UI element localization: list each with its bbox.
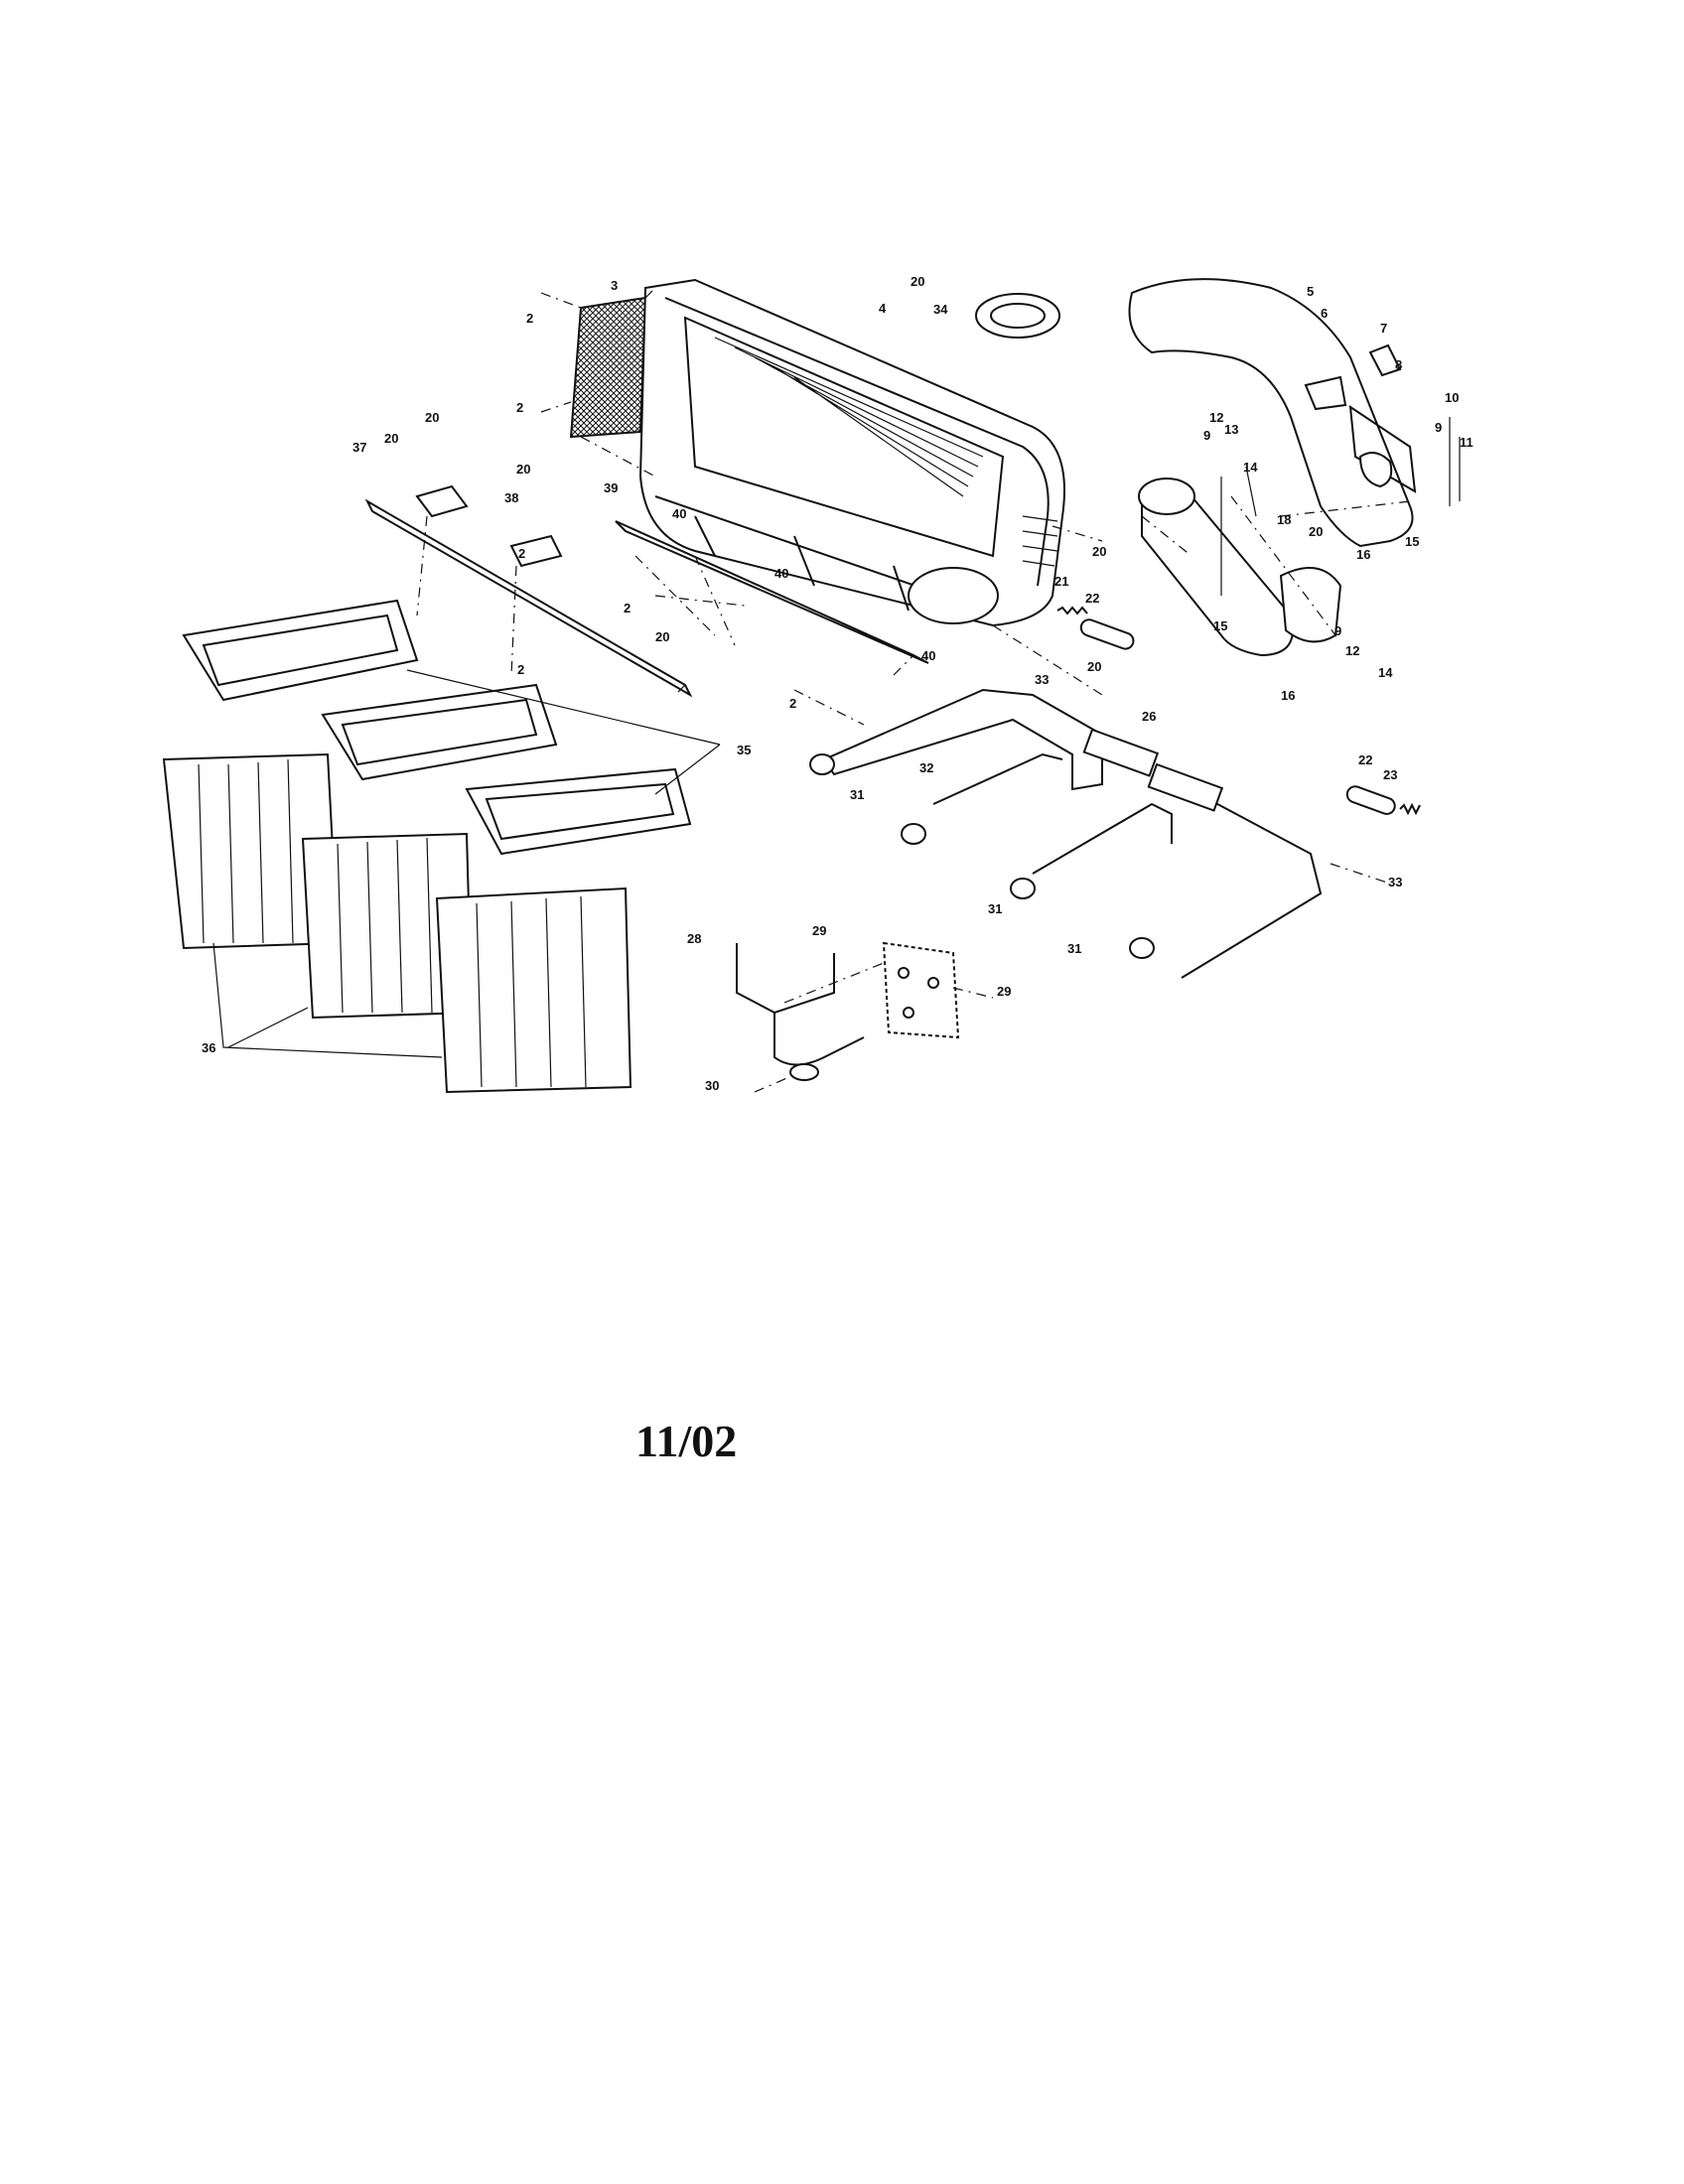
bushings — [809, 753, 1155, 959]
label-2: 2 — [526, 311, 533, 326]
label-29: 29 — [812, 923, 826, 938]
label-12: 12 — [1345, 643, 1359, 658]
spring-and-pin — [1056, 606, 1135, 650]
label-2: 2 — [518, 546, 525, 561]
label-8: 8 — [1395, 357, 1402, 372]
label-14: 14 — [1378, 665, 1393, 680]
label-4: 4 — [879, 301, 887, 316]
mount-plate — [882, 941, 960, 1039]
label-21: 21 — [1054, 574, 1068, 589]
label-2: 2 — [516, 400, 523, 415]
support-rod — [615, 520, 929, 664]
leader-lines — [212, 287, 1461, 1093]
right-pin — [1345, 785, 1421, 816]
label-22: 22 — [1358, 752, 1372, 767]
label-15: 15 — [1213, 618, 1227, 633]
label-6: 6 — [1321, 306, 1328, 321]
label-37: 37 — [352, 440, 366, 455]
label-29: 29 — [997, 984, 1011, 999]
bag-left — [162, 599, 419, 950]
chute-adapter — [1138, 478, 1342, 657]
label-26: 26 — [1142, 709, 1156, 724]
bag-middle — [301, 683, 558, 1020]
label-33: 33 — [1388, 875, 1402, 889]
deflector-bar — [364, 484, 693, 698]
mount-bracket — [736, 943, 865, 1081]
label-2: 2 — [517, 662, 524, 677]
label-9: 9 — [1203, 428, 1210, 443]
hopper-housing — [638, 278, 1065, 627]
label-23: 23 — [1383, 767, 1397, 782]
label-16: 16 — [1356, 547, 1370, 562]
label-14: 14 — [1243, 460, 1258, 475]
label-28: 28 — [687, 931, 701, 946]
chute-fittings — [1304, 343, 1417, 493]
label-36: 36 — [202, 1040, 215, 1055]
label-13: 13 — [1224, 422, 1238, 437]
label-31: 31 — [988, 901, 1002, 916]
label-11: 11 — [1460, 435, 1474, 450]
label-2: 2 — [624, 601, 631, 615]
filter-screen — [569, 296, 647, 439]
bag-right — [435, 767, 692, 1094]
ring-seal — [975, 293, 1060, 339]
label-18: 18 — [1277, 512, 1291, 527]
label-9: 9 — [1435, 420, 1442, 435]
label-31: 31 — [850, 787, 864, 802]
label-15: 15 — [1405, 534, 1419, 549]
label-20: 20 — [655, 629, 669, 644]
label-20: 20 — [516, 462, 530, 477]
label-20: 20 — [1092, 544, 1106, 559]
label-16: 16 — [1281, 688, 1295, 703]
label-20: 20 — [1309, 524, 1323, 539]
label-20: 20 — [911, 274, 924, 289]
bag-frame — [822, 688, 1323, 979]
label-5: 5 — [1307, 284, 1314, 299]
label-9: 9 — [1334, 623, 1341, 638]
label-34: 34 — [933, 302, 948, 317]
label-10: 10 — [1445, 390, 1459, 405]
label-31: 31 — [1067, 941, 1081, 956]
label-33: 33 — [1035, 672, 1049, 687]
date-code: 11/02 — [635, 1416, 738, 1466]
label-20: 20 — [425, 410, 439, 425]
label-22: 22 — [1085, 591, 1099, 606]
part-labels: 2 3 20 4 34 5 6 7 8 10 9 11 2 20 37 20 2… — [202, 274, 1474, 1093]
label-39: 39 — [604, 480, 618, 495]
label-40: 40 — [672, 506, 686, 521]
label-7: 7 — [1380, 321, 1387, 336]
label-2: 2 — [789, 696, 796, 711]
label-38: 38 — [504, 490, 518, 505]
label-40: 40 — [921, 648, 935, 663]
label-12: 12 — [1209, 410, 1223, 425]
label-40: 40 — [774, 566, 788, 581]
chute-tube — [1128, 278, 1414, 548]
label-20: 20 — [1087, 659, 1101, 674]
label-32: 32 — [919, 760, 933, 775]
label-20: 20 — [384, 431, 398, 446]
label-30: 30 — [705, 1078, 719, 1093]
label-35: 35 — [737, 743, 751, 757]
label-3: 3 — [611, 278, 618, 293]
